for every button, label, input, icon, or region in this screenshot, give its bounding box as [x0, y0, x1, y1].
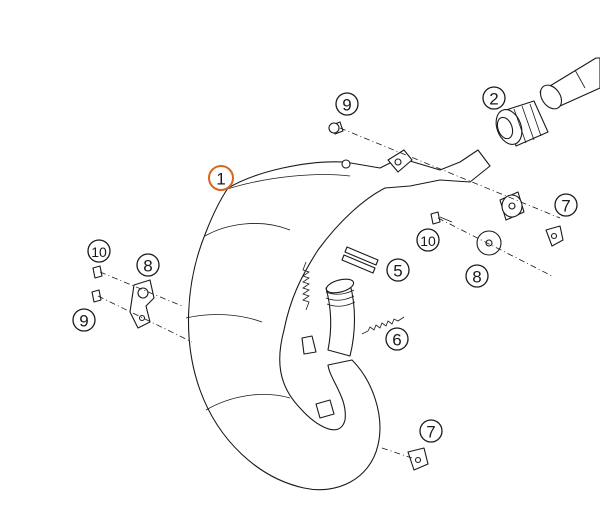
callout-7-lower-label: 7: [426, 423, 435, 442]
callout-9-top-label: 9: [342, 96, 351, 115]
callout-8-left[interactable]: 8: [136, 253, 160, 277]
callout-6-label: 6: [392, 331, 401, 350]
callout-10-right[interactable]: 10: [416, 228, 440, 252]
callout-9-left[interactable]: 9: [72, 308, 96, 332]
callout-7-lower[interactable]: 7: [419, 419, 443, 443]
bottom-bracket: [407, 447, 429, 471]
callout-2[interactable]: 2: [482, 86, 506, 110]
right-bracket-upper: [545, 225, 564, 247]
callout-8-right[interactable]: 8: [465, 264, 489, 288]
callout-1-label: 1: [216, 170, 225, 189]
spring-left: [302, 261, 310, 311]
tailpipe-tube: [539, 57, 600, 110]
callout-9-top[interactable]: 9: [335, 92, 359, 116]
top-bolt: [328, 121, 344, 135]
left-damper-bracket: [129, 279, 155, 329]
callout-7-upper-label: 7: [561, 197, 570, 216]
callout-5-label: 5: [393, 262, 402, 281]
callout-10-left-label: 10: [91, 244, 107, 260]
spring-right: [361, 316, 405, 335]
callout-5[interactable]: 5: [386, 258, 410, 282]
assembly-lines: [97, 127, 561, 459]
callout-9-left-label: 9: [79, 312, 88, 331]
callout-10-left[interactable]: 10: [87, 239, 111, 263]
exhaust-pipe: [185, 149, 491, 491]
rubber-strips: [341, 246, 379, 274]
right-bolt: [430, 211, 453, 225]
callout-10-right-label: 10: [420, 233, 436, 249]
right-damper-lower: [476, 230, 502, 256]
left-bolt-upper: [92, 265, 103, 279]
callout-8-left-label: 8: [143, 257, 152, 276]
callout-7-upper[interactable]: 7: [554, 193, 578, 217]
left-bolt-lower: [91, 289, 102, 303]
right-damper-upper: [499, 191, 525, 221]
callout-1[interactable]: 1: [208, 165, 234, 191]
callout-2-label: 2: [489, 90, 498, 109]
exhaust-sleeve: [495, 100, 549, 147]
callout-8-right-label: 8: [472, 268, 481, 287]
callout-6[interactable]: 6: [385, 327, 409, 351]
